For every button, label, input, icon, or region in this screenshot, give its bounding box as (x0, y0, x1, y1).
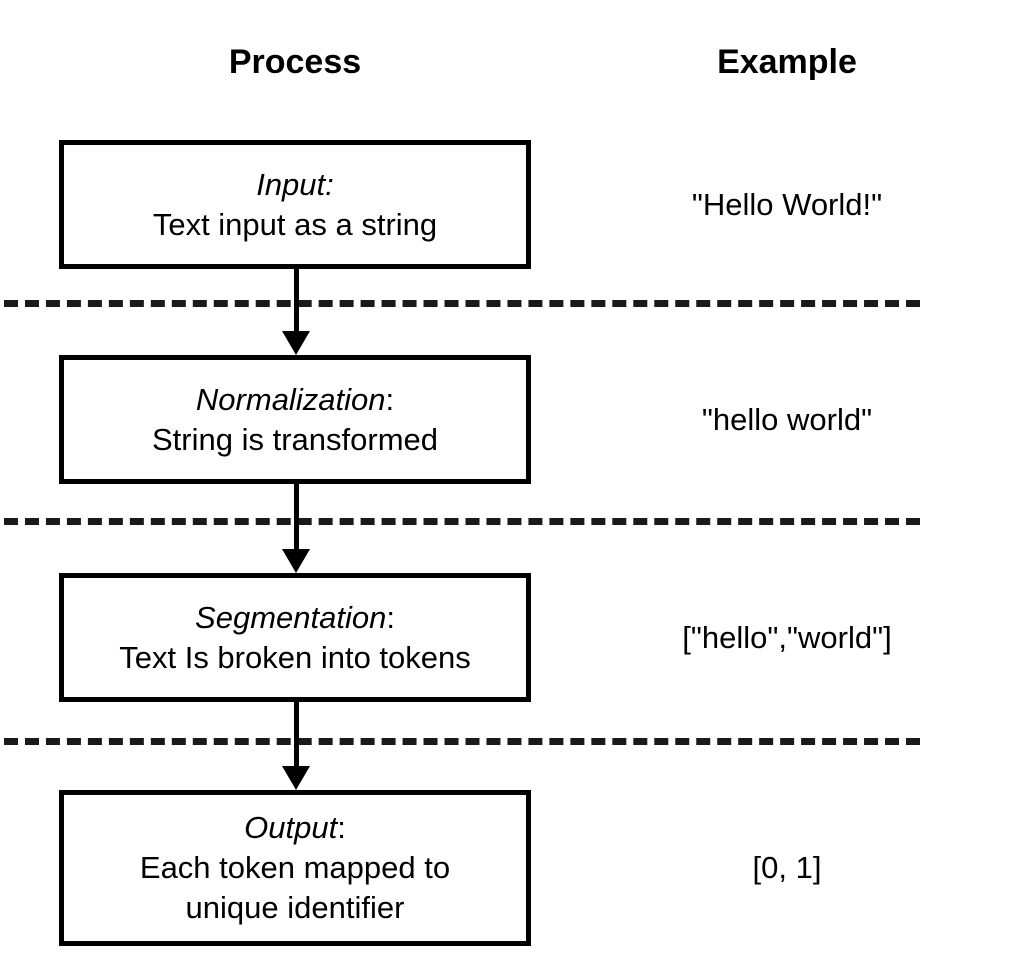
process-box-normalization-stage-colon: : (385, 381, 395, 417)
process-box-segmentation-description: Text Is broken into tokens (119, 639, 471, 675)
example-value-input: "Hello World!" (691, 187, 883, 222)
process-box-normalization-description: String is transformed (152, 421, 438, 457)
process-box-output-description: Each token mapped to (139, 850, 451, 885)
column-header-example: Example (717, 43, 857, 81)
process-box-segmentation-stage-label: Segmentation: (195, 598, 395, 638)
process-box-normalization: Normalization: String is transformed (59, 355, 531, 484)
process-box-output-stage-label: Output: (244, 808, 346, 848)
arrow-shaft (294, 484, 299, 549)
process-box-normalization-stage-name: Normalization (195, 381, 386, 417)
process-box-output-description-line2: unique identifier (185, 890, 405, 925)
process-box-input: Input: Text input as a string (59, 140, 531, 269)
process-box-input-description: Text input as a string (152, 206, 438, 242)
column-header-process: Process (228, 43, 362, 81)
arrow-input-to-normalization (282, 269, 310, 355)
separator-input-normalization (4, 300, 920, 307)
arrow-normalization-to-segmentation (282, 484, 310, 573)
process-box-segmentation-stage-name: Segmentation (195, 599, 387, 635)
arrow-shaft (294, 269, 299, 331)
arrow-head-icon (282, 331, 310, 355)
process-box-output-stage-colon: : (337, 810, 346, 845)
arrow-shaft (294, 702, 299, 766)
separator-segmentation-output (4, 738, 920, 745)
separator-normalization-segmentation (4, 518, 920, 525)
process-box-input-stage-label: Input: (256, 165, 334, 205)
example-value-segmentation: ["hello","world"] (682, 620, 892, 655)
arrow-head-icon (282, 766, 310, 790)
arrow-segmentation-to-output (282, 702, 310, 790)
process-box-input-stage-name: Input (256, 166, 326, 202)
process-box-output: Output: Each token mapped to unique iden… (59, 790, 531, 946)
process-box-output-stage-name: Output (244, 810, 338, 845)
example-value-output: [0, 1] (752, 850, 822, 885)
process-box-input-stage-colon: : (325, 166, 334, 202)
arrow-head-icon (282, 549, 310, 573)
process-box-normalization-stage-label: Normalization: (196, 380, 394, 420)
example-value-normalization: "hello world" (701, 402, 873, 437)
process-box-segmentation: Segmentation: Text Is broken into tokens (59, 573, 531, 702)
process-box-segmentation-stage-colon: : (386, 599, 395, 635)
